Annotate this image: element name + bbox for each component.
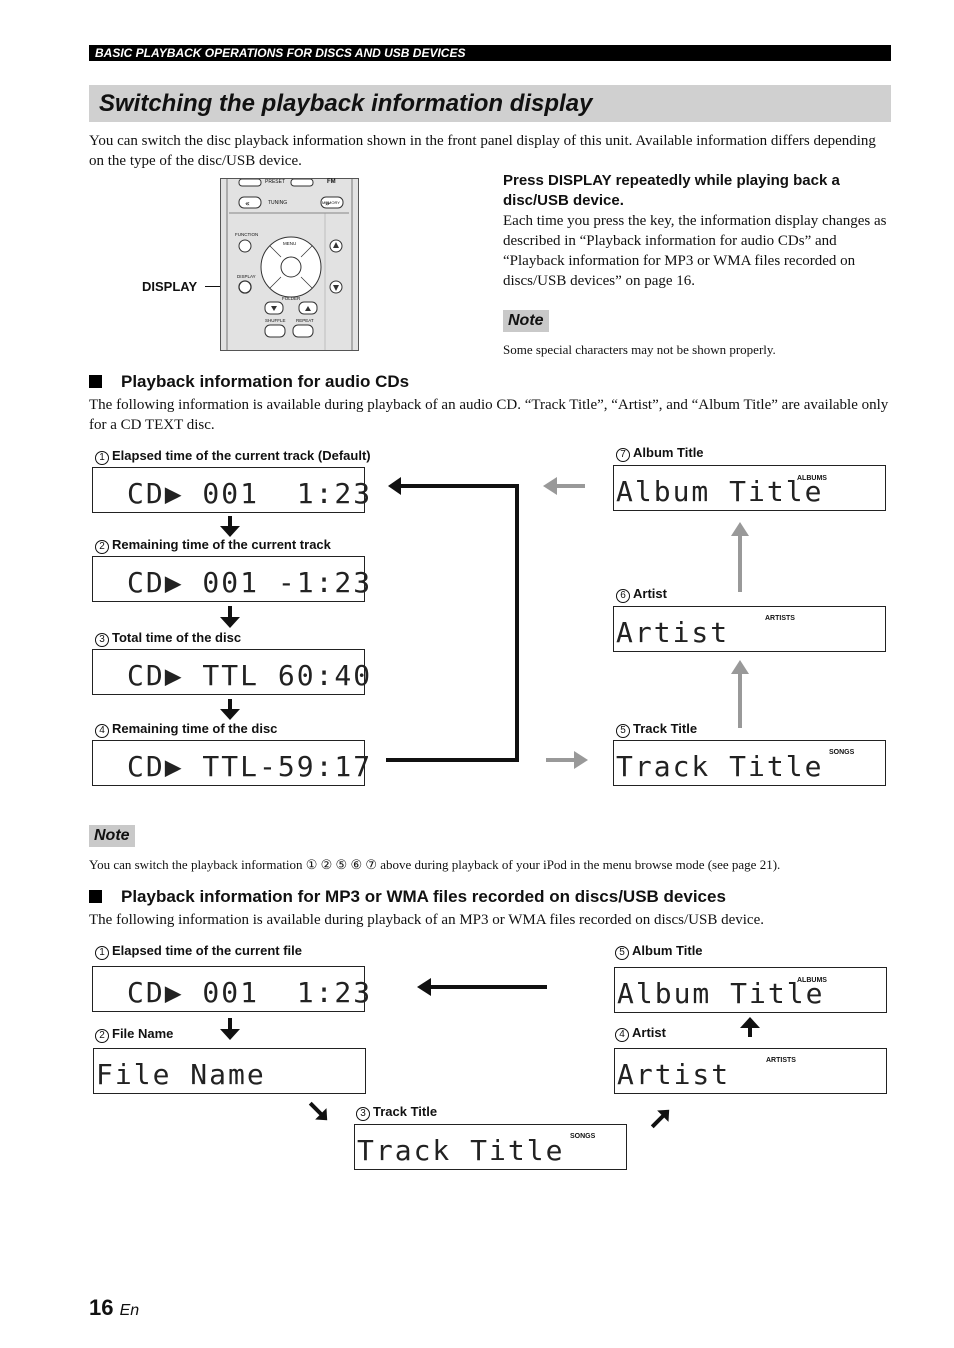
- lcd-indicator: SONGS: [829, 749, 855, 756]
- lcd-display: CD▶ TTL 60:40: [92, 649, 370, 695]
- gray-arrows: [543, 477, 749, 769]
- step-number: 6: [616, 589, 630, 603]
- page-title: Switching the playback information displ…: [89, 85, 891, 122]
- lcd-text: CD▶ 001 1:23: [127, 477, 373, 510]
- remote-control-illustration: « » PRESET FM TUNING MEMORY FUNCTION MEN…: [220, 178, 359, 351]
- lcd-display: ARTISTS Artist: [614, 1048, 887, 1094]
- remote-key-fm: FM: [327, 179, 336, 185]
- remote-key-preset: PRESET: [265, 179, 286, 185]
- step-number: 2: [95, 540, 109, 554]
- lcd-indicator: ALBUMS: [797, 475, 827, 482]
- cd-section-text: The following information is available d…: [89, 397, 889, 433]
- page-number: 16 En: [89, 1295, 140, 1320]
- bullet-square: [89, 890, 102, 903]
- mp3-section-text: The following information is available d…: [89, 912, 764, 928]
- lcd-text: Album Title: [617, 977, 825, 1010]
- section-header: BASIC PLAYBACK OPERATIONS FOR DISCS AND …: [89, 45, 891, 61]
- lcd-display: CD▶ 001 1:23: [92, 467, 370, 513]
- intro-paragraph: You can switch the disc playback informa…: [89, 133, 876, 169]
- bullet-square: [89, 375, 102, 388]
- lcd-text: File Name: [96, 1058, 266, 1091]
- lcd-text: CD▶ 001 -1:23: [127, 566, 373, 599]
- lcd-display: SONGS Track Title: [354, 1124, 627, 1170]
- step-number: 4: [615, 1028, 629, 1042]
- lcd-display: ARTISTS Artist: [613, 606, 886, 652]
- lcd-text: Album Title: [616, 475, 824, 508]
- mp3-section-heading: Playback information for MP3 or WMA file…: [121, 887, 726, 906]
- remote-key-folder: FOLDER: [282, 296, 301, 301]
- step-number: 4: [95, 724, 109, 738]
- lcd-text: CD▶ TTL-59:17: [127, 750, 373, 783]
- remote-key-memory: MEMORY: [322, 200, 340, 205]
- lcd-text: Artist: [616, 616, 730, 649]
- step-number: 2: [95, 1029, 109, 1043]
- language-code: En: [119, 1302, 140, 1319]
- lcd-text: CD▶ TTL 60:40: [127, 659, 373, 692]
- lcd-display: ALBUMS Album Title: [614, 967, 887, 1013]
- lcd-indicator: ARTISTS: [766, 1057, 796, 1064]
- lcd-display: CD▶ 001 -1:23: [92, 556, 370, 602]
- remote-key-menu: MENU: [283, 241, 297, 246]
- cd-section-heading: Playback information for audio CDs: [121, 372, 410, 391]
- note-text: Some special characters may not be shown…: [503, 342, 776, 357]
- step-number: 3: [356, 1107, 370, 1121]
- lcd-indicator: SONGS: [570, 1133, 596, 1140]
- lcd-text: Track Title: [616, 750, 824, 783]
- remote-key-display: DISPLAY: [237, 274, 256, 279]
- step-number: 1: [95, 946, 109, 960]
- lcd-display: CD▶ 001 1:23: [92, 966, 370, 1012]
- lcd-indicator: ALBUMS: [797, 977, 827, 984]
- lcd-display: SONGS Track Title: [613, 740, 886, 786]
- instruction-heading: Press DISPLAY repeatedly while playing b…: [503, 172, 840, 209]
- lcd-text: CD▶ 001 1:23: [127, 976, 373, 1009]
- display-callout-label: DISPLAY: [142, 279, 198, 294]
- note-tag: Note: [89, 825, 135, 847]
- remote-key-tuning: TUNING: [268, 200, 288, 206]
- note-text: You can switch the playback information …: [89, 857, 781, 872]
- loop-back-arrow: [386, 477, 519, 762]
- step-number: 5: [615, 946, 629, 960]
- step-number: 7: [616, 448, 630, 462]
- remote-key-shuffle: SHUFFLE: [265, 318, 286, 323]
- svg-text:«: «: [245, 199, 250, 208]
- step-number: 5: [616, 724, 630, 738]
- step-number: 3: [95, 633, 109, 647]
- remote-key-function: FUNCTION: [235, 232, 259, 237]
- lcd-indicator: ARTISTS: [765, 615, 795, 622]
- lcd-text: Artist: [617, 1058, 731, 1091]
- lcd-display: CD▶ TTL-59:17: [92, 740, 370, 786]
- remote-key-repeat: REPEAT: [296, 318, 314, 323]
- lcd-text: Track Title: [357, 1134, 565, 1167]
- remote-control-drawing: « »: [226, 178, 353, 350]
- lcd-display: File Name: [93, 1048, 366, 1094]
- svg-text:»: »: [325, 199, 330, 208]
- step-number: 1: [95, 451, 109, 465]
- note-tag: Note: [503, 310, 549, 332]
- instruction-text: Each time you press the key, the informa…: [503, 213, 887, 289]
- lcd-display: ALBUMS Album Title: [613, 465, 886, 511]
